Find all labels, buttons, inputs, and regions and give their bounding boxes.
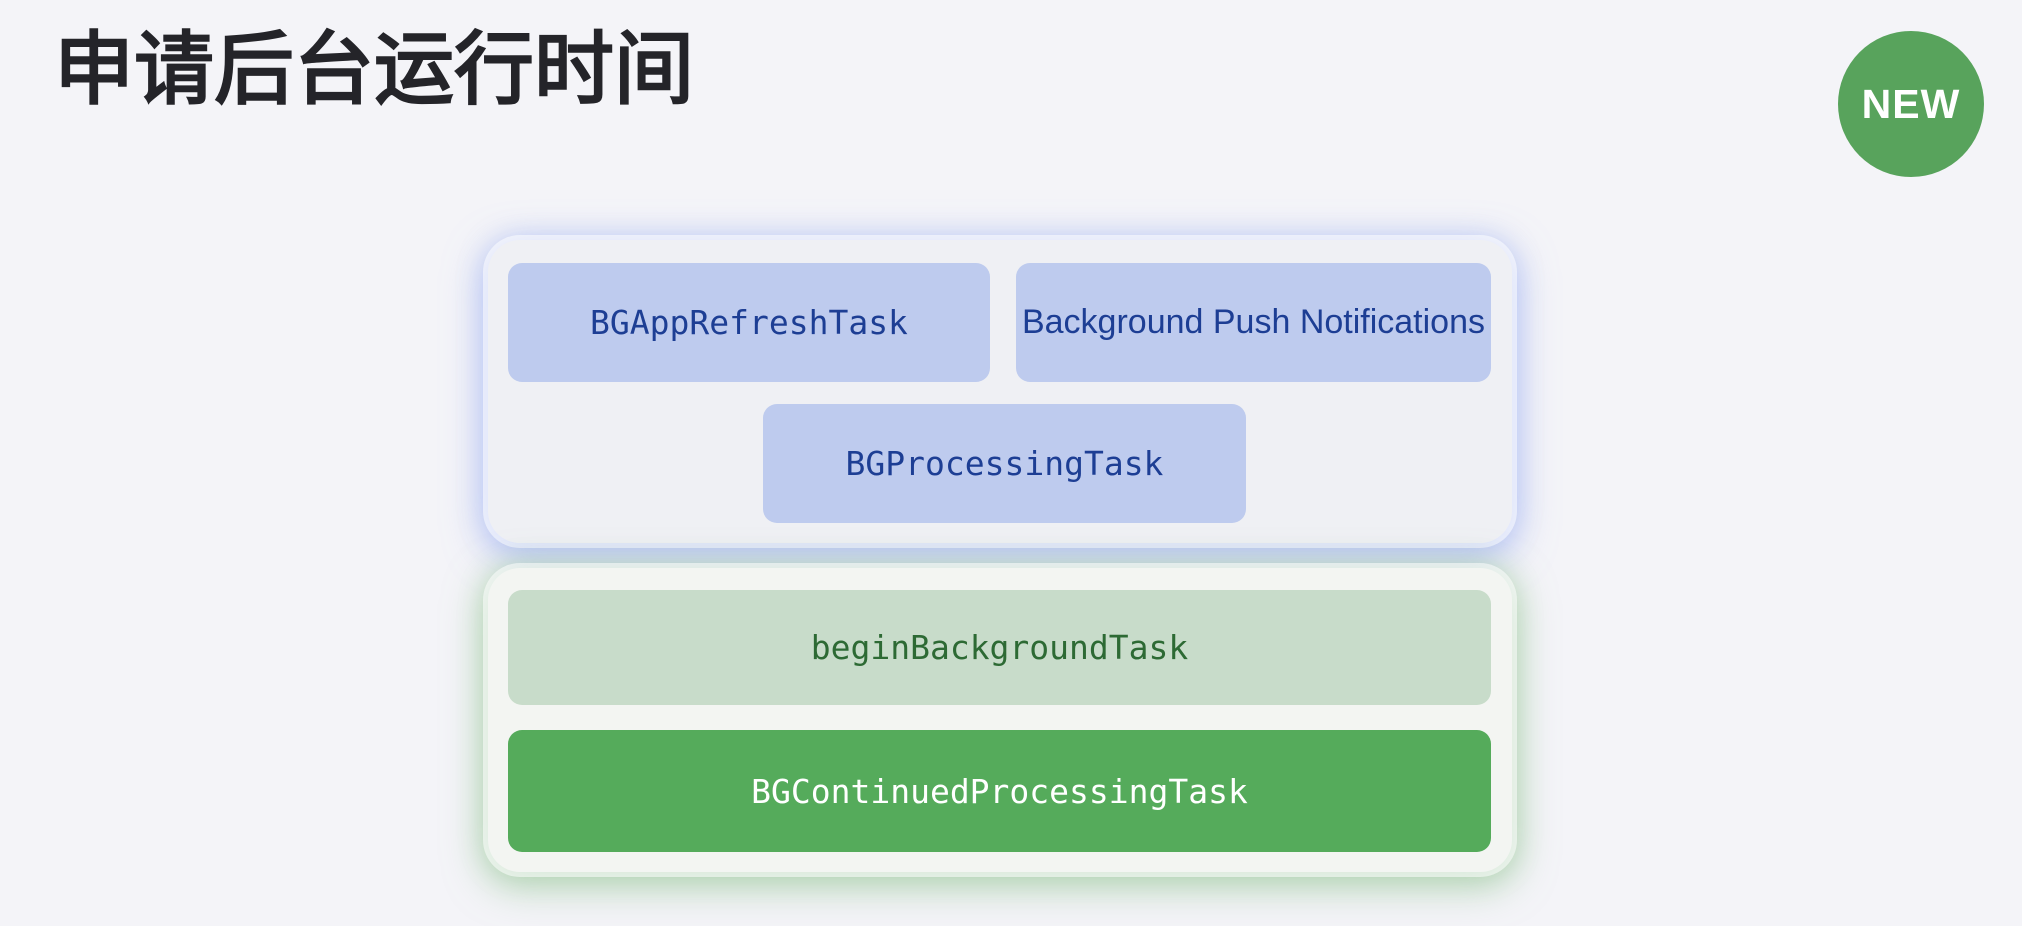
task-box-bgcontinuedprocessingtask: BGContinuedProcessingTask — [508, 730, 1491, 852]
page-title: 申请后台运行时间 — [54, 25, 694, 114]
new-badge: NEW — [1838, 31, 1984, 177]
task-box-background-push-notifications: Background Push Notifications — [1016, 263, 1491, 382]
scheduled-background-tasks-group: BGAppRefreshTask Background Push Notific… — [488, 240, 1512, 543]
task-box-bgapprefreshtask-label: BGAppRefreshTask — [590, 303, 908, 342]
task-box-bgcontinuedprocessingtask-label: BGContinuedProcessingTask — [751, 771, 1248, 811]
task-box-bgprocessingtask: BGProcessingTask — [763, 404, 1246, 523]
task-box-beginbackgroundtask: beginBackgroundTask — [508, 590, 1491, 705]
runtime-background-tasks-group: beginBackgroundTask BGContinuedProcessin… — [488, 568, 1512, 872]
task-box-beginbackgroundtask-label: beginBackgroundTask — [810, 628, 1189, 667]
task-box-bgprocessingtask-label: BGProcessingTask — [845, 444, 1164, 483]
new-badge-label: NEW — [1861, 80, 1961, 127]
task-box-bgapprefreshtask: BGAppRefreshTask — [508, 263, 990, 382]
task-box-background-push-notifications-label: Background Push Notifications — [1021, 303, 1486, 341]
